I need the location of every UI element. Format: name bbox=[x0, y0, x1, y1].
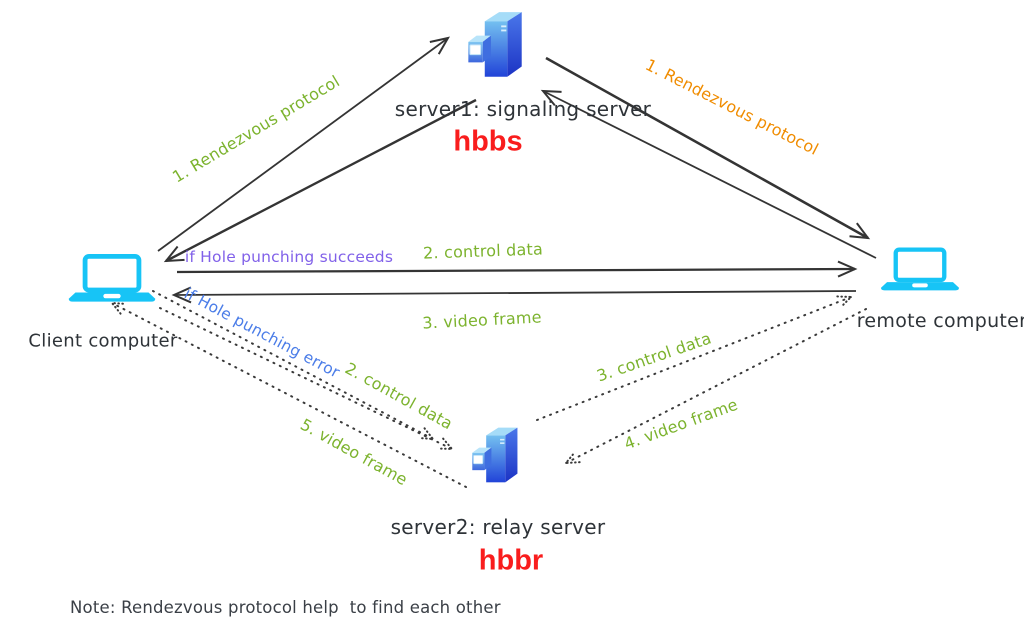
server-tower-icon bbox=[472, 427, 518, 483]
arrow-control-client-to-remote bbox=[176, 260, 858, 278]
server2-name-hbbr: hbbr bbox=[478, 544, 544, 577]
laptop-icon bbox=[881, 247, 959, 291]
laptop-icon bbox=[68, 254, 156, 302]
arrow-remote-to-hbbs bbox=[540, 89, 877, 259]
arrow-video-remote-to-client bbox=[171, 286, 857, 304]
server2-title: server2: relay server bbox=[390, 515, 606, 539]
edge-label-hole-punching-succeeds: if Hole punching succeeds bbox=[184, 248, 394, 266]
remote-computer-label: remote computer bbox=[856, 310, 1024, 332]
client-computer-label: Client computer bbox=[28, 330, 178, 352]
dotted-arrow-client-to-hbbr-control bbox=[159, 307, 452, 449]
footnote: Note: Rendezvous protocol help to find e… bbox=[70, 598, 501, 617]
dotted-arrow-remote-to-hbbr-video bbox=[566, 308, 867, 463]
dotted-arrow-client-to-hbbr-hole-punch bbox=[152, 290, 433, 439]
arrow-client-to-hbbs bbox=[157, 36, 450, 252]
dotted-arrow-hbbr-to-remote-control bbox=[536, 297, 851, 421]
arrow-hbbs-to-remote bbox=[545, 56, 871, 240]
server1-title: server1: signaling server bbox=[394, 97, 652, 121]
server1-name-hbbs: hbbs bbox=[453, 125, 523, 158]
arrow-hbbs-to-client bbox=[163, 98, 477, 263]
server-tower-icon bbox=[468, 12, 522, 77]
